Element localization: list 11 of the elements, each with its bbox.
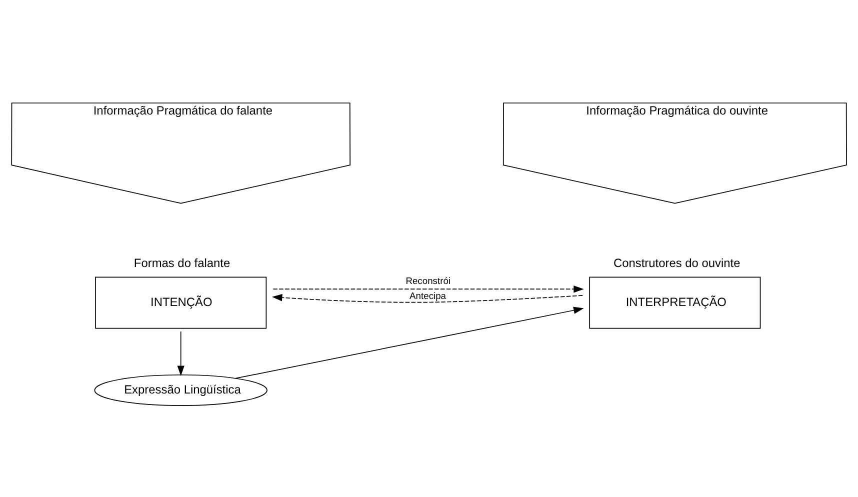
arrow bbox=[235, 306, 584, 378]
arrow bbox=[272, 285, 584, 292]
edge-label: Antecipa bbox=[410, 290, 446, 301]
node-label: Formas do falante bbox=[134, 256, 230, 270]
arrow bbox=[272, 294, 584, 302]
edge-label: Reconstrói bbox=[406, 275, 451, 286]
node-box: INTENÇÃO bbox=[95, 276, 267, 328]
node-box: INTERPRETAÇÃO bbox=[589, 276, 761, 328]
node-label: Construtores do ouvinte bbox=[613, 256, 740, 270]
node-ellipse: Expressão Lingüística bbox=[94, 374, 268, 406]
arrow bbox=[177, 330, 184, 376]
